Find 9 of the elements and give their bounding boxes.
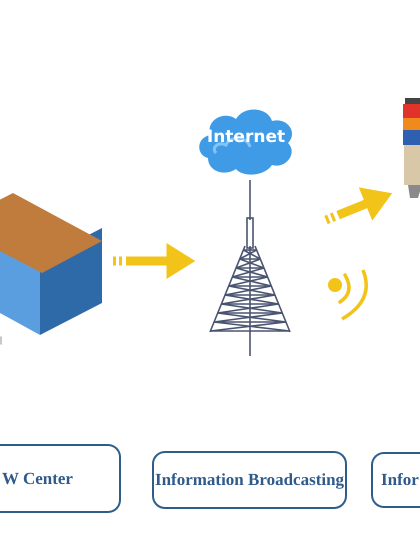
box-label: W Center	[2, 468, 73, 488]
label-box	[371, 452, 420, 508]
arrow	[324, 187, 392, 224]
label-box	[0, 444, 121, 513]
box-label: Information Broadcasting	[154, 470, 344, 490]
box-label: Infor	[381, 470, 419, 490]
label-box	[152, 451, 347, 509]
cloud-label: Internet	[206, 127, 286, 147]
arrow	[113, 243, 196, 279]
